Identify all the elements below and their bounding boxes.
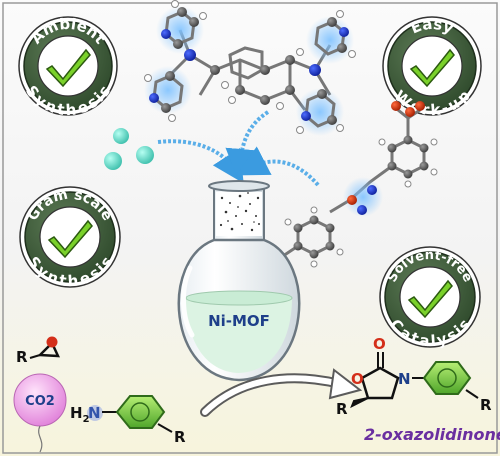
check-icon	[407, 279, 453, 319]
amine-subscript: 2	[83, 414, 90, 425]
check-icon	[47, 219, 93, 259]
product-r-left: R	[336, 400, 348, 418]
badge-ambient-synthesis: Ambient Synthesis	[18, 15, 118, 119]
epoxide-r-label: R	[16, 348, 28, 366]
badge-solvent-free: Solvent-free Catalysis	[379, 246, 481, 350]
co2-balloon: CO2	[13, 373, 67, 453]
amine-r-label: R	[174, 428, 186, 446]
amine-n-label: N	[88, 404, 101, 422]
product-ring-o: O	[351, 370, 364, 388]
mof-powder	[219, 192, 260, 232]
amine-reactant: H2 N R	[70, 395, 186, 446]
badge-easy-workup: Easy Work-up	[382, 15, 482, 119]
product-name: 2-oxazolidinone	[364, 425, 500, 444]
check-icon	[409, 48, 455, 88]
epoxide-oxygen	[46, 336, 58, 348]
epoxide-reactant: R	[16, 336, 61, 366]
co2-label: CO2	[25, 394, 55, 409]
nickel-ions	[104, 128, 154, 170]
check-icon	[45, 48, 91, 88]
ligand-structure	[144, 0, 356, 136]
reaction-arrow	[200, 368, 363, 417]
oxazolidinone-product: O O N R R 2-oxazolidinone	[336, 335, 500, 444]
assembly-arrows	[157, 110, 320, 187]
svg-text:H2: H2	[70, 404, 90, 425]
badge-gram-scale: Gram scale Synthesis	[19, 186, 121, 290]
flask-label: Ni-MOF	[208, 312, 270, 330]
reaction-flask: Ni-MOF	[177, 180, 301, 382]
product-ring-n: N	[398, 370, 411, 388]
amine-h-label: H	[70, 404, 83, 422]
product-carbonyl-o: O	[373, 335, 386, 353]
product-r-right: R	[480, 396, 492, 414]
